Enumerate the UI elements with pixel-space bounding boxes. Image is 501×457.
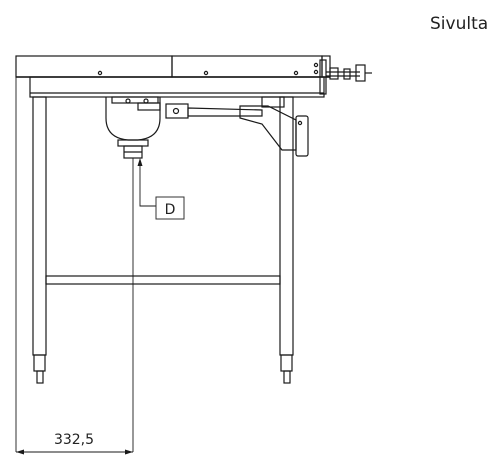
callout-label: D (165, 202, 176, 218)
apron (29, 59, 327, 98)
table-top (15, 55, 331, 78)
right-leg (279, 96, 294, 384)
dimension-line (16, 449, 133, 455)
view-title: Sivulta (430, 14, 489, 34)
dimension-value: 332,5 (54, 432, 94, 448)
callout-d: D (155, 196, 185, 220)
callout-leader (137, 158, 156, 207)
hose-fitting (326, 64, 372, 82)
sink-drain (105, 96, 161, 159)
left-leg (32, 96, 47, 384)
lever-bracket (165, 96, 309, 157)
cross-brace (45, 275, 281, 285)
